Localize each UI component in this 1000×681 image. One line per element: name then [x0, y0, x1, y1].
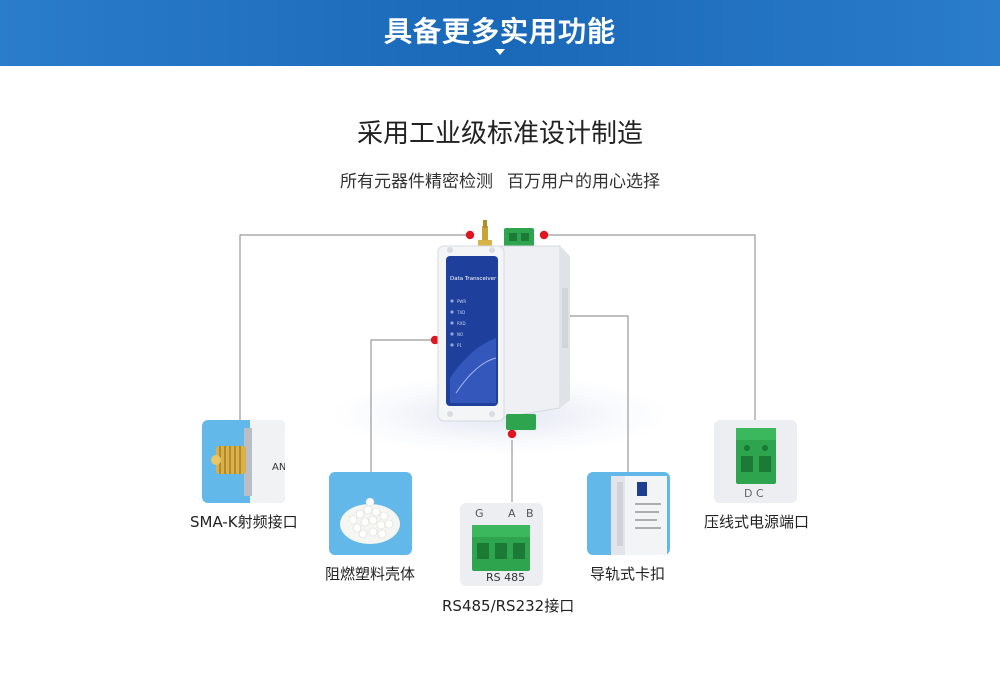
device-face-text: Data Transceiver — [450, 276, 497, 282]
banner-title: 具备更多实用功能 — [383, 15, 616, 48]
led-label: TXD — [456, 310, 465, 315]
callout-dot-shell — [430, 335, 440, 345]
callout-dot-sma — [465, 230, 475, 240]
pin-label-a: A — [508, 507, 516, 520]
din-rail-clip-icon — [611, 476, 667, 555]
rs485-terminal-card: G A B RS 485 — [460, 503, 543, 586]
label-shell: 阻燃塑料壳体 — [325, 565, 416, 583]
label-rs485: RS485/RS232接口 — [442, 597, 575, 615]
sma-connector-card: AN — [202, 420, 285, 503]
plastic-pellets-icon — [340, 497, 400, 544]
callout-dot-rs485 — [507, 429, 517, 439]
line-shell — [370, 339, 435, 472]
subheading-part-1: 所有元器件精密检测 — [340, 172, 493, 192]
data-transceiver-device: Data Transceiver PWR TXD RXD NO P1 — [437, 220, 570, 430]
sma-connector-icon: AN — [211, 420, 285, 503]
din-rail-card — [587, 472, 670, 555]
callout-dot-dc — [539, 230, 549, 240]
pin-label-b: B — [526, 507, 534, 520]
label-dc: 压线式电源端口 — [704, 513, 810, 531]
label-rail: 导轨式卡扣 — [590, 565, 666, 583]
subheading-part-2: 百万用户的用心选择 — [507, 172, 660, 192]
rs485-terminal-icon: G A B RS 485 — [472, 507, 534, 584]
line-dc — [544, 234, 756, 420]
dc-terminal-card: D C — [714, 420, 797, 503]
led-label: P1 — [457, 343, 462, 348]
caret-down-icon — [495, 49, 505, 55]
pin-label-g: G — [475, 507, 484, 520]
section-heading: 采用工业级标准设计制造 — [356, 119, 643, 149]
label-sma: SMA-K射频接口 — [190, 513, 298, 531]
dc-caption: D C — [744, 487, 764, 500]
led-label: NO — [457, 332, 463, 337]
led-label: RXD — [457, 321, 466, 326]
header-banner: 具备更多实用功能 — [0, 0, 1000, 66]
line-sma — [239, 234, 470, 420]
line-rail — [566, 315, 629, 472]
section-subheading: 所有元器件精密检测百万用户的用心选择 — [0, 167, 1000, 192]
rs485-caption: RS 485 — [486, 571, 525, 584]
plastic-pellets-card — [329, 472, 412, 555]
dc-terminal-icon: D C — [736, 428, 776, 500]
sma-partial-text: AN — [272, 462, 285, 473]
led-label: PWR — [457, 299, 466, 304]
